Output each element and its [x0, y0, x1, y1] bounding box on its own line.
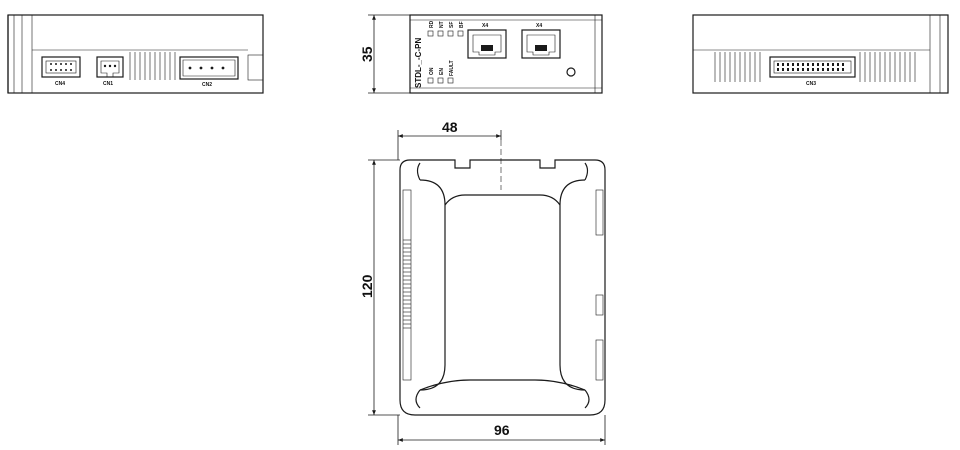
cooling-fins-left	[129, 52, 176, 80]
cn3-connector	[769, 56, 856, 78]
led-en-label: EN	[439, 68, 445, 75]
ground-screw	[566, 67, 576, 77]
led-group-top: RD NT SF BF	[427, 20, 465, 37]
left-side-view: CN4 CN1 CN2	[7, 14, 264, 94]
led-fault-label: FAULT	[449, 60, 455, 76]
port-1-label: X4	[482, 23, 488, 29]
cn1-label: CN1	[103, 81, 113, 87]
led-sf-label: SF	[449, 22, 455, 28]
led-nt-label: NT	[439, 21, 445, 28]
rj45-port-2: X4	[521, 23, 561, 59]
cn4-connector	[41, 56, 81, 78]
side-fins-left	[402, 189, 412, 381]
front-view: 35 STDL-_-C-PN RD NT SF BF ON EN FAULT	[359, 14, 603, 94]
dimension-96: 96	[494, 422, 510, 438]
led-rd-label: RD	[429, 20, 435, 28]
cn3-label: CN3	[806, 81, 816, 87]
side-features-right	[595, 189, 604, 381]
cn2-connector	[179, 56, 239, 80]
model-label: STDL-_-C-PN	[414, 38, 423, 88]
top-view: 48 120 96	[359, 119, 606, 445]
led-on-label: ON	[429, 67, 435, 75]
cn2-label: CN2	[202, 82, 212, 88]
dimension-35: 35	[359, 46, 375, 62]
led-group-bottom: ON EN FAULT	[427, 60, 455, 84]
right-side-view: CN3	[692, 14, 949, 94]
dimension-120: 120	[359, 274, 375, 298]
port-2-label: X4	[536, 23, 542, 29]
rj45-port-1: X4	[467, 23, 507, 59]
dimension-48: 48	[442, 119, 458, 135]
led-bf-label: BF	[459, 21, 465, 28]
cn4-label: CN4	[55, 81, 65, 87]
cooling-fins-right	[714, 52, 916, 82]
